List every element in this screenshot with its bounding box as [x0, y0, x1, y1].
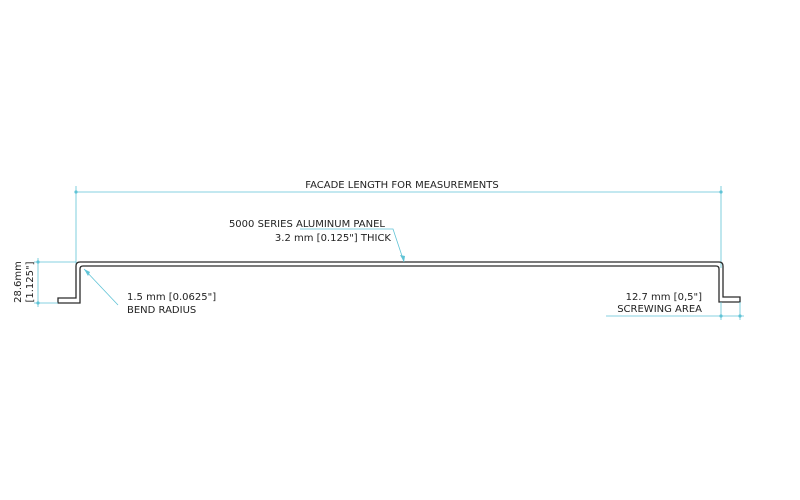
panel-series-label: 5000 SERIES ALUMINUM PANEL: [229, 219, 385, 230]
facade-length-dimension: [74, 186, 723, 268]
dimension-tick-left: [74, 190, 78, 194]
height-mm-label: 28.6mm: [13, 261, 24, 303]
height-dimension: [34, 258, 76, 307]
thickness-leader-arrow: [400, 255, 405, 262]
facade-length-label: FACADE LENGTH FOR MEASUREMENTS: [305, 180, 498, 191]
thickness-leader: [300, 228, 405, 263]
bend-radius-leader-arrow: [84, 269, 90, 276]
screwing-area-label: SCREWING AREA: [617, 304, 702, 315]
thickness-leader-line: [300, 228, 405, 263]
screwing-tick-right: [738, 314, 742, 318]
height-in-label: [1.125"]: [25, 261, 36, 302]
height-tick-top: [36, 260, 40, 264]
bend-radius-label: BEND RADIUS: [127, 305, 196, 316]
bend-radius-leader: [83, 268, 119, 306]
panel-profile: [57, 261, 741, 304]
height-tick-bottom: [36, 301, 40, 305]
bend-radius-value: 1.5 mm [0.0625"]: [127, 292, 216, 303]
screwing-area-dimension: [606, 302, 744, 320]
screwing-tick-left: [719, 314, 723, 318]
dimension-tick-right: [719, 190, 723, 194]
panel-thickness-label: 3.2 mm [0.125"] THICK: [275, 233, 392, 244]
screwing-area-value: 12.7 mm [0,5"]: [626, 292, 703, 303]
profile-outer-edge: [57, 261, 741, 304]
bend-radius-leader-line: [83, 268, 119, 306]
